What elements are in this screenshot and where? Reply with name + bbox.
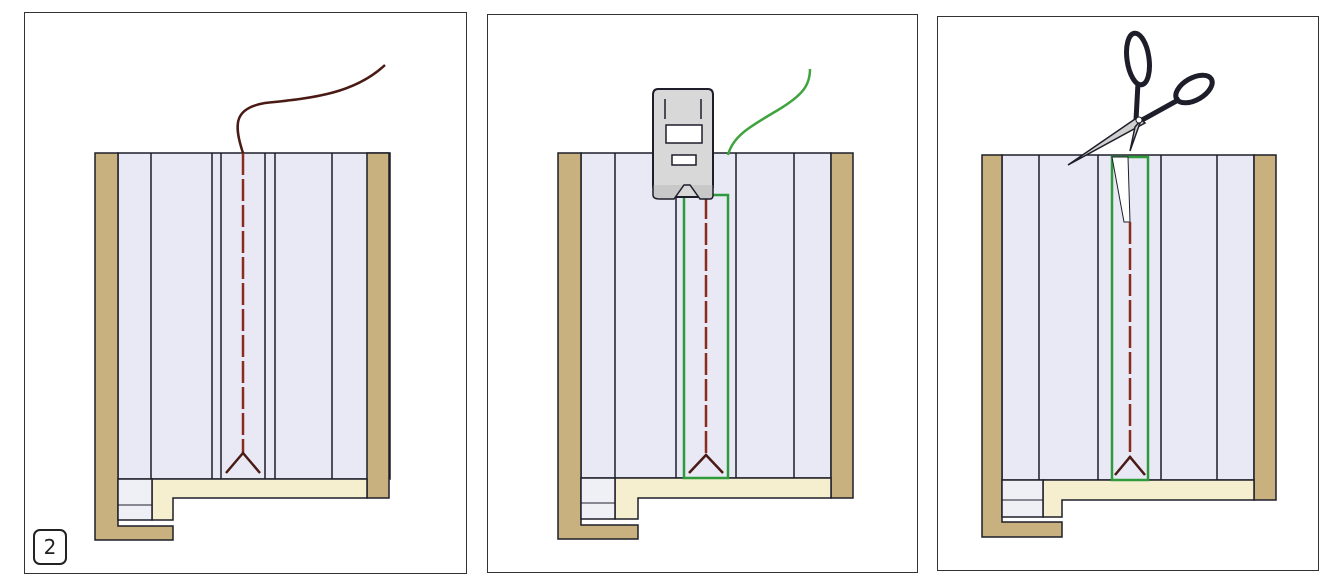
thread [726,68,812,156]
stitch-v-end [1114,455,1146,476]
left-edge-strip [557,152,639,540]
facing-strip [614,477,832,520]
fabric-panel [117,152,391,480]
corner-block [1001,479,1044,518]
panel-1-illustration [94,64,391,541]
corner-block [117,478,153,521]
left-edge-strip [981,154,1063,538]
facing-strip [1042,479,1255,518]
step-number-badge: 2 [33,529,67,565]
stitch-v-end [688,453,724,474]
panel-1-stitching [24,12,467,574]
right-edge-strip [1253,154,1277,501]
panel-2-illustration [557,68,854,540]
facing-strip [151,478,368,521]
panel-3-cutting [937,16,1319,571]
topstitch-rectangle [1110,155,1150,482]
panel-2-topstitching [487,14,918,573]
right-edge-strip [366,152,390,499]
presser-foot-icon [652,88,714,200]
stitch-v-end [225,451,261,474]
panel-3-illustration [981,30,1277,538]
corner-block [580,477,616,520]
left-edge-strip [94,152,174,541]
right-edge-strip [830,152,854,499]
scissors-icon [1067,30,1215,166]
thread [236,64,386,154]
